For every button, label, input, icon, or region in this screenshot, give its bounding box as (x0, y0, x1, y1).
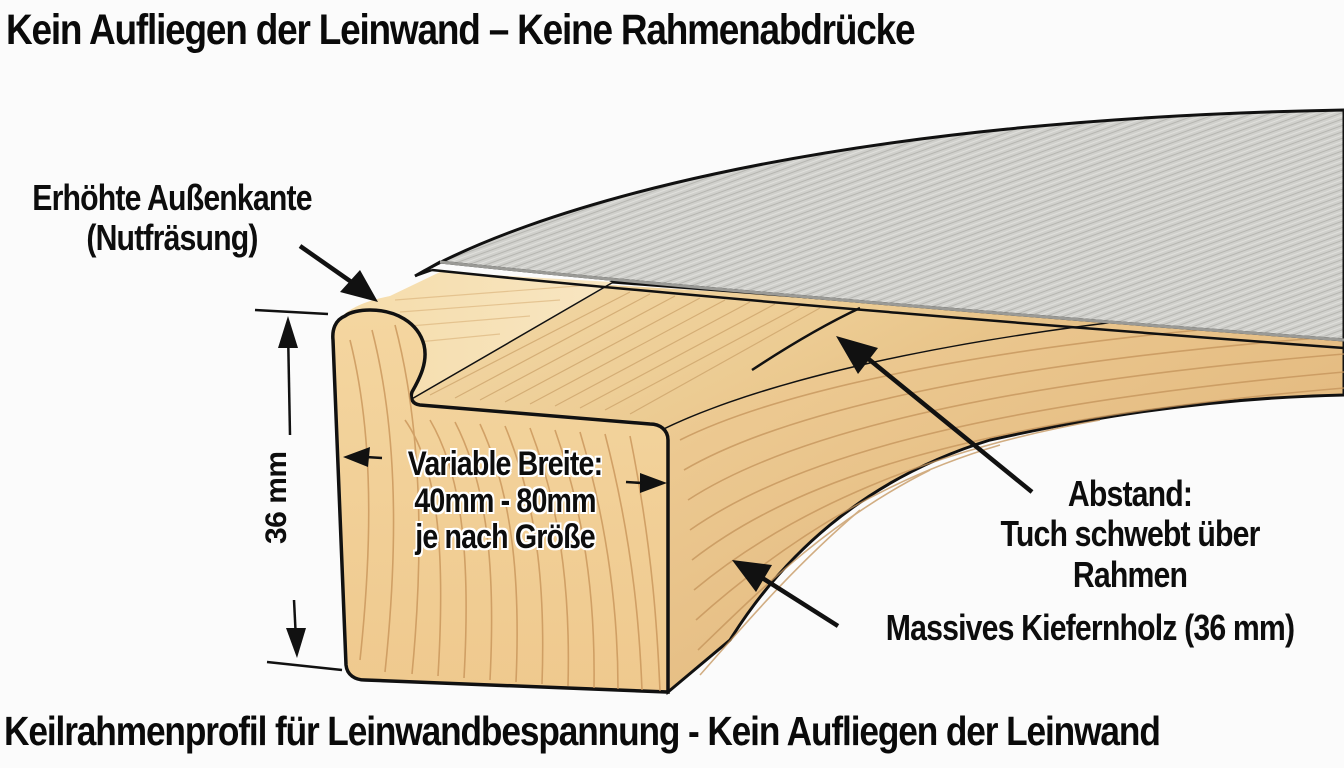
raised-edge-label-line2: (Nutfräsung) (86, 217, 258, 259)
height-dimension (254, 308, 343, 672)
frame-long-side (658, 298, 1344, 696)
raised-edge-label: Erhöhte Außenkante (Nutfräsung) (4, 177, 340, 259)
canvas-cloth (414, 108, 1344, 350)
width-label-line2: 40mm - 80mm (414, 481, 596, 520)
frame-raised-lip (340, 272, 612, 402)
diagram-caption: Keilrahmenprofil für Leinwandbespannung … (4, 708, 1161, 754)
wood-label: Massives Kiefernholz (36 mm) (885, 607, 1295, 648)
height-label: 36 mm (260, 451, 293, 544)
width-label: Variable Breite: 40mm - 80mm je nach Grö… (366, 446, 643, 556)
gap-label: Abstand: Tuch schwebt über Rahmen (945, 473, 1315, 595)
arrow-raised-edge (298, 244, 378, 302)
width-dimension (343, 447, 667, 493)
width-label-line1: Variable Breite: (407, 445, 603, 483)
raised-edge-label-line1: Erhöhte Außenkante (32, 177, 312, 218)
arrow-gap (836, 336, 1034, 494)
diagram-title: Kein Aufliegen der Leinwand – Keine Rahm… (6, 6, 916, 54)
gap-label-line2: Tuch schwebt über (1000, 513, 1260, 555)
gap-label-line3: Rahmen (1072, 553, 1188, 595)
gap-label-line1: Abstand: (1067, 473, 1193, 514)
arrow-wood (732, 560, 840, 628)
width-label-line3: je nach Größe (415, 518, 595, 557)
